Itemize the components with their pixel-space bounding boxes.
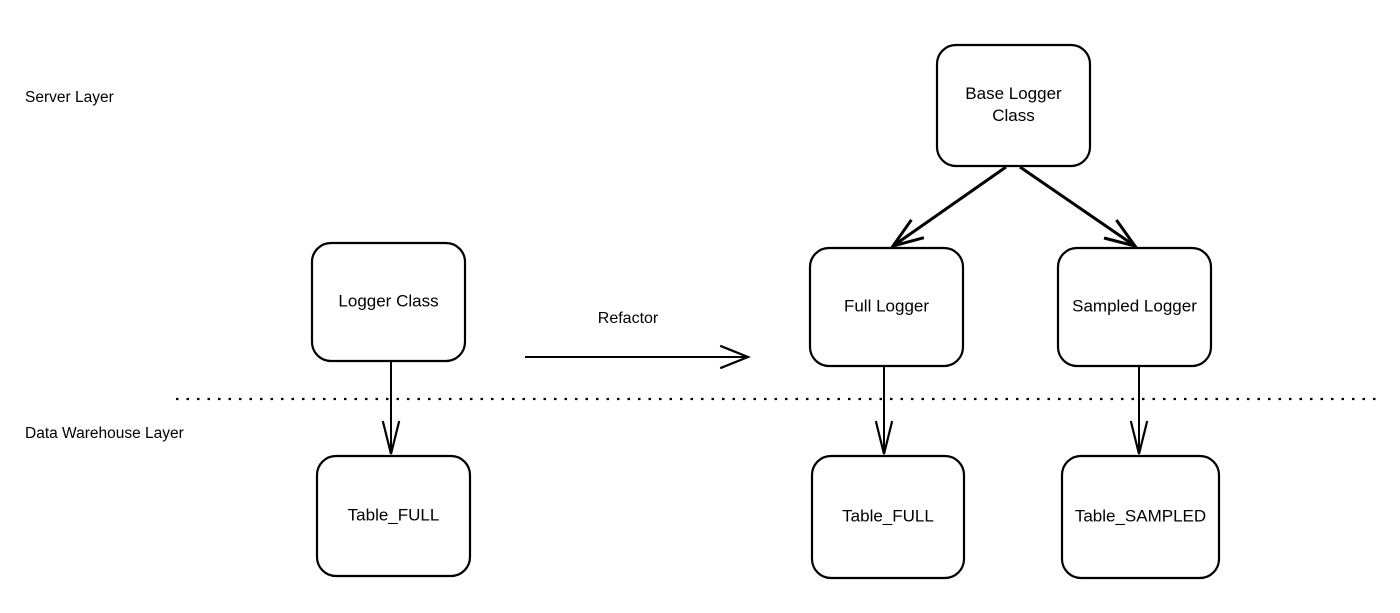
- node-box-table-sampled[interactable]: [1060, 454, 1221, 580]
- node-sampled-logger[interactable]: Sampled Logger: [1056, 246, 1213, 368]
- node-label-sampled-logger: Sampled Logger: [1072, 296, 1197, 315]
- node-box-sampled-logger[interactable]: [1056, 246, 1213, 368]
- node-table-full-before[interactable]: Table_FULL: [315, 454, 472, 578]
- edge-edge-sampled-logger-to-table-sampled: [1129, 366, 1149, 455]
- node-box-base-logger-class[interactable]: [935, 43, 1092, 168]
- arrowhead-icon-edge-base-to-sampled-logger: [1103, 219, 1139, 249]
- node-label-base-logger-class: Class: [992, 106, 1035, 125]
- node-label-table-sampled: Table_SAMPLED: [1075, 506, 1206, 525]
- node-box-full-logger[interactable]: [808, 246, 965, 368]
- refactor-transition: Refactor: [525, 310, 751, 370]
- edge-edge-base-to-sampled-logger: [1019, 165, 1139, 249]
- edge-edge-full-logger-to-table-full: [874, 366, 894, 455]
- refactor-label: Refactor: [598, 310, 659, 327]
- edge-edge-logger-to-table-full: [381, 361, 401, 455]
- arrowhead-icon-edge-sampled-logger-to-table-sampled: [1129, 420, 1149, 455]
- refactor-arrowhead-icon: [719, 344, 751, 370]
- node-logger-class[interactable]: Logger Class: [310, 241, 467, 363]
- node-label-table-full-after: Table_FULL: [842, 506, 934, 525]
- edge-line-edge-base-to-full-logger: [892, 165, 1007, 248]
- node-full-logger[interactable]: Full Logger: [808, 246, 965, 368]
- node-box-logger-class[interactable]: [310, 241, 467, 363]
- edges-group: [381, 165, 1149, 455]
- node-table-full-after[interactable]: Table_FULL: [810, 454, 966, 580]
- node-box-table-full-after[interactable]: [810, 454, 966, 580]
- arrowhead-icon-edge-logger-to-table-full: [381, 420, 401, 455]
- node-label-logger-class: Logger Class: [338, 291, 438, 310]
- node-label-full-logger: Full Logger: [844, 296, 929, 315]
- arrowhead-icon-edge-base-to-full-logger: [889, 218, 925, 249]
- layer-label-data-warehouse: Data Warehouse Layer: [25, 425, 184, 442]
- layer-label-server: Server Layer: [25, 89, 114, 106]
- node-table-sampled[interactable]: Table_SAMPLED: [1060, 454, 1221, 580]
- edge-line-edge-base-to-sampled-logger: [1019, 165, 1136, 248]
- edge-edge-base-to-full-logger: [889, 165, 1007, 249]
- node-label-base-logger-class: Base Logger: [965, 84, 1062, 103]
- node-label-table-full-before: Table_FULL: [348, 505, 440, 524]
- arrowhead-icon-edge-full-logger-to-table-full: [874, 420, 894, 455]
- node-box-table-full-before[interactable]: [315, 454, 472, 578]
